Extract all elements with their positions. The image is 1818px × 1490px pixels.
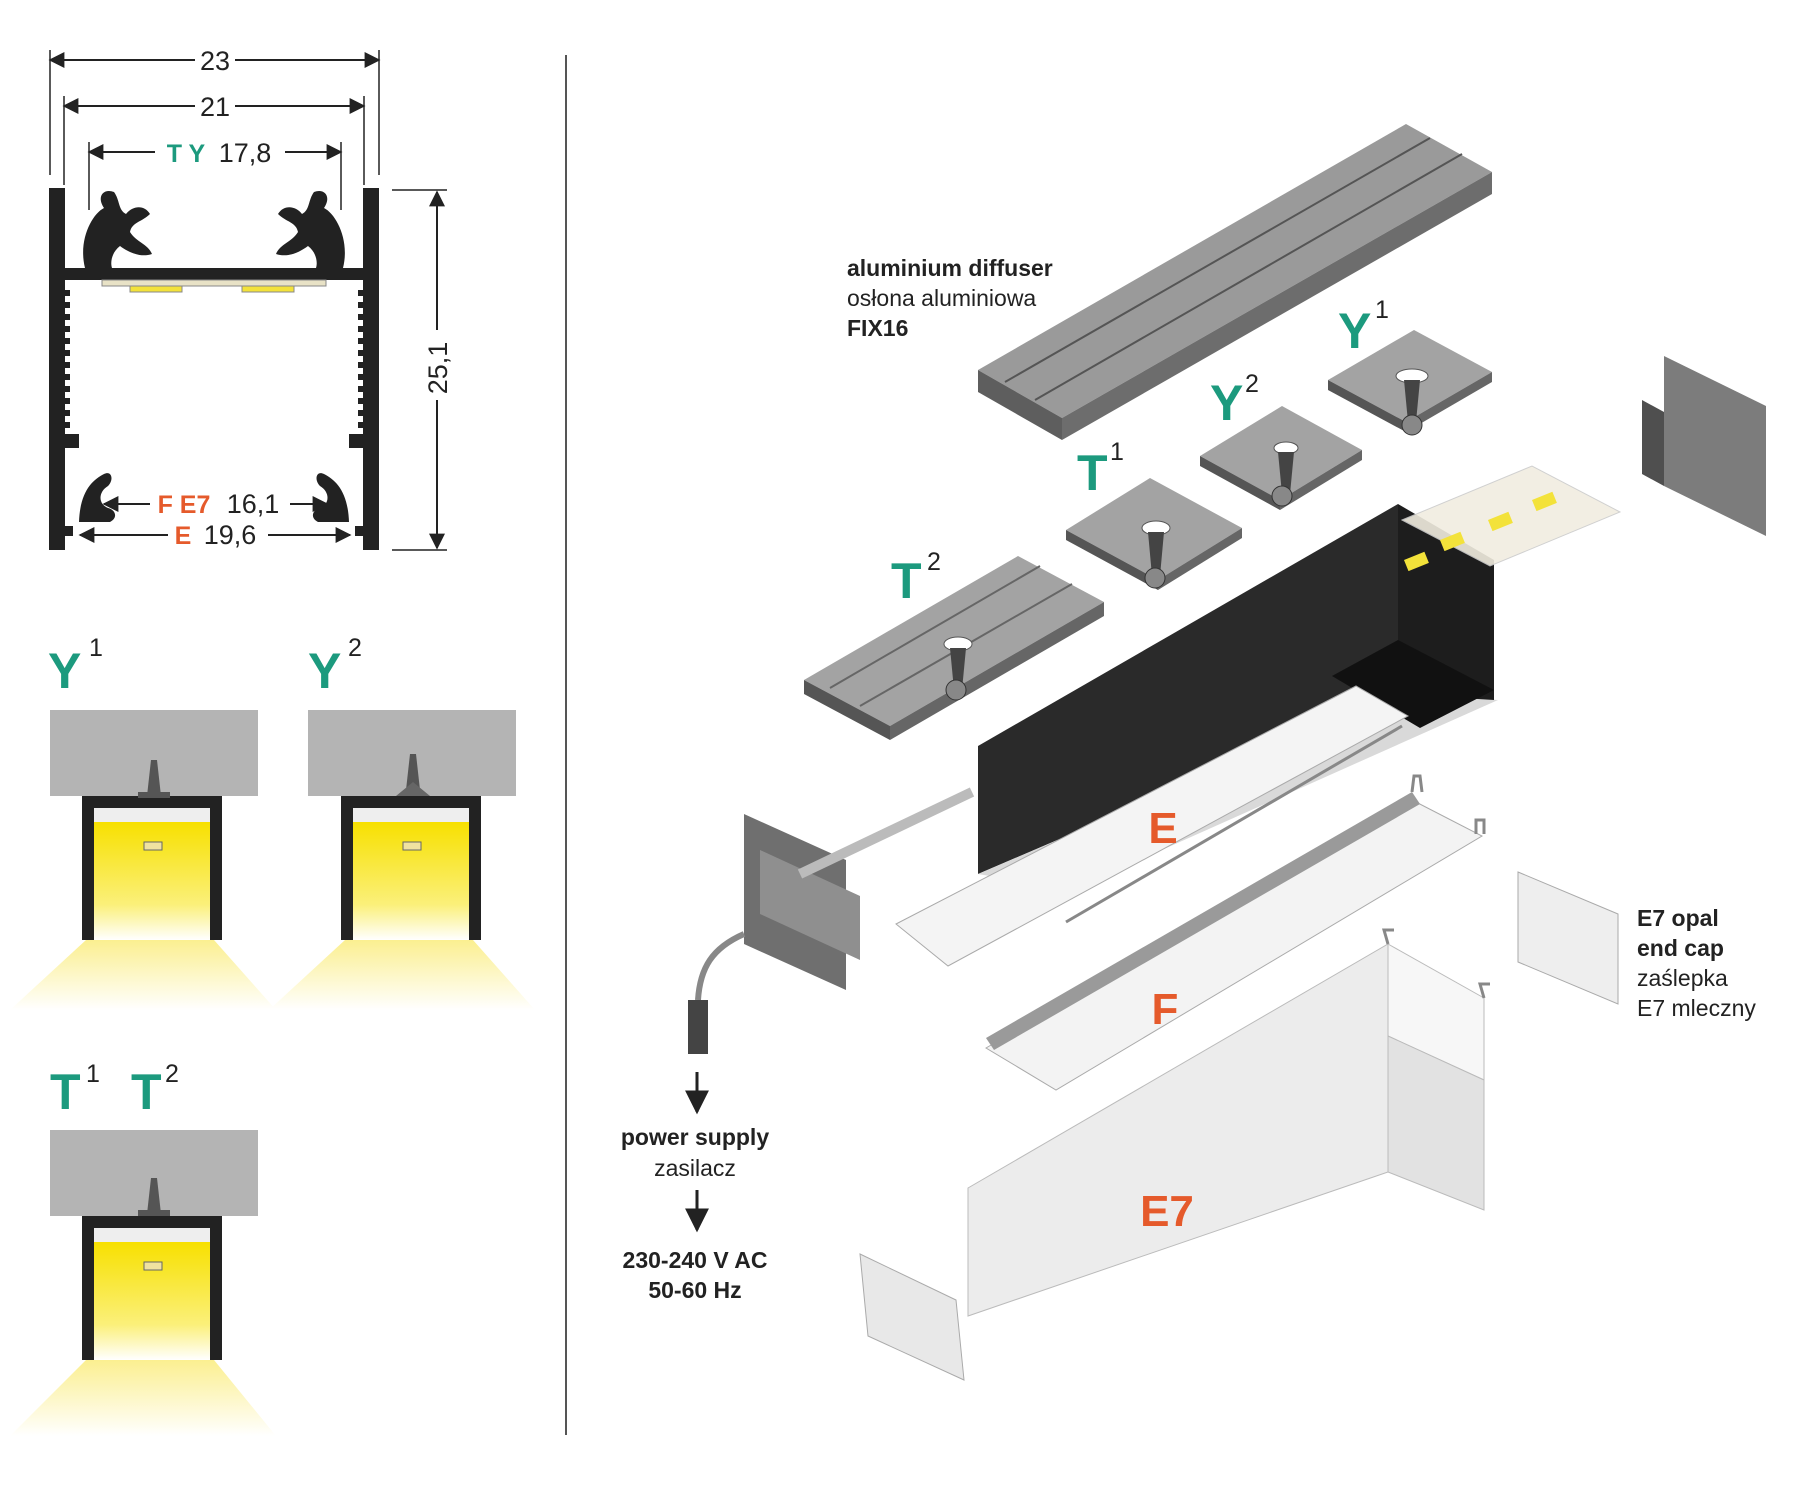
diffuser-f-label: F: [1152, 985, 1179, 1034]
dim-fe7-tag: F E7: [158, 491, 211, 519]
mount-t1-letter: T: [50, 1064, 81, 1120]
dim-25-1: 25,1: [423, 342, 453, 395]
mount-y2-letter: Y: [308, 643, 341, 699]
dim-23: 23: [200, 46, 230, 76]
exploded-t2-sup: 2: [927, 548, 941, 576]
mount-y2-sup: 2: [348, 634, 362, 662]
bracket-t1: [1066, 478, 1242, 590]
dim-17-8: 17,8: [219, 138, 272, 168]
exploded-y1-letter: Y: [1338, 303, 1371, 359]
end-cap-label: end cap: [1637, 935, 1724, 961]
dim-16-1: 16,1: [227, 489, 280, 519]
mount-variant-y1: Y 1: [10, 634, 276, 1010]
diffuser-f: F: [985, 774, 1486, 1091]
profile-cross-section: 23 21 T Y 17,8 25,1 F E7 16,1 E 19,6: [48, 44, 454, 551]
aluminium-diffuser-part: [978, 124, 1492, 440]
e7-opal-label: E7 opal: [1637, 905, 1719, 931]
fix16-label: FIX16: [847, 315, 908, 341]
zasilacz-label: zasilacz: [654, 1155, 736, 1181]
bracket-y2: [1200, 406, 1362, 510]
dim-19-6: 19,6: [204, 520, 257, 550]
dim-21: 21: [200, 92, 230, 122]
power-connector-bracket: [688, 787, 975, 1054]
power-supply-label: power supply: [621, 1124, 769, 1150]
alu-diffuser-pl-label: osłona aluminiowa: [847, 285, 1036, 311]
exploded-t1-sup: 1: [1110, 438, 1124, 466]
diffuser-e7: E7: [967, 928, 1490, 1317]
mount-variant-y2: Y 2: [269, 634, 535, 1010]
exploded-t1-letter: T: [1077, 445, 1108, 501]
bracket-y1: [1328, 330, 1492, 436]
exploded-y1-sup: 1: [1375, 296, 1389, 324]
mount-t2-letter: T: [131, 1064, 162, 1120]
diffuser-e7-label: E7: [1140, 1187, 1194, 1236]
exploded-y2-letter: Y: [1210, 375, 1243, 431]
exploded-y2-sup: 2: [1245, 370, 1259, 398]
diffuser-e: E: [895, 685, 1410, 967]
dim-ty-tag: T Y: [167, 140, 206, 168]
e7-mleczny-label: E7 mleczny: [1637, 995, 1756, 1021]
bracket-t2: [804, 556, 1104, 740]
mount-t1-sup: 1: [86, 1060, 100, 1088]
led-strip: [1400, 465, 1622, 572]
alu-diffuser-label: aluminium diffuser: [847, 255, 1053, 281]
e7-end-cap-bottom: [859, 1253, 965, 1381]
mount-y1-letter: Y: [48, 643, 81, 699]
e7-end-cap-right: [1517, 871, 1619, 1005]
zaslepka-label: zaślepka: [1637, 965, 1728, 991]
voltage-label: 230-240 V AC: [623, 1247, 768, 1273]
mount-y1-sup: 1: [89, 634, 103, 662]
mount-variant-t1-t2: T 1 T 2: [10, 1060, 276, 1436]
diffuser-e-label: E: [1148, 804, 1177, 853]
exploded-t2-letter: T: [891, 553, 922, 609]
frequency-label: 50-60 Hz: [648, 1277, 741, 1303]
dim-e-tag: E: [175, 522, 192, 550]
mount-t2-sup: 2: [165, 1060, 179, 1088]
end-cap-dark: [1642, 356, 1766, 536]
